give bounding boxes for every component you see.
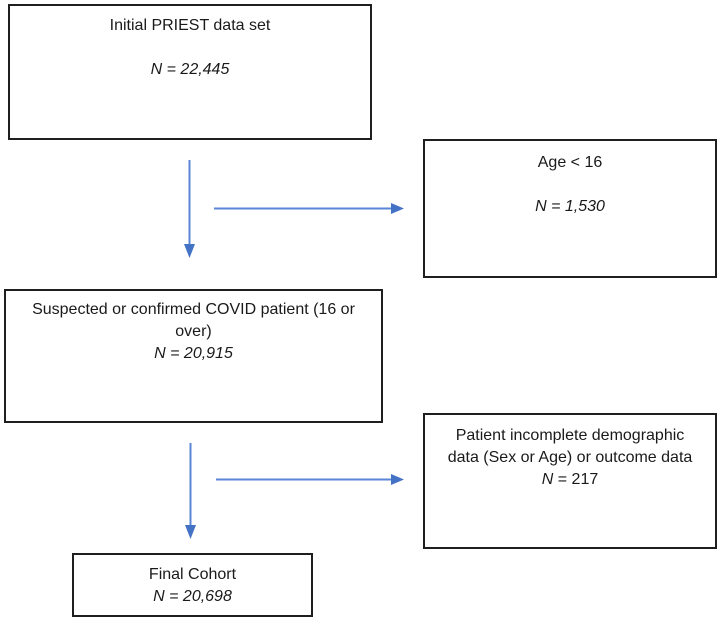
- box-incomplete-data-label-line1: Patient incomplete demographic: [455, 427, 685, 444]
- box-final-cohort: Final Cohort N = 20,698: [72, 553, 313, 617]
- box-initial-dataset: Initial PRIEST data set N = 22,445: [8, 4, 372, 140]
- arrow-initial-to-age-excluded: [214, 203, 404, 214]
- spacer: [425, 174, 715, 196]
- box-age-excluded: Age < 16 N = 1,530: [423, 139, 717, 278]
- spacer: [10, 37, 370, 59]
- n-count: = 217: [553, 471, 599, 488]
- box-suspected-covid-label-line2: over): [175, 323, 212, 340]
- arrow-suspected-to-final: [185, 443, 196, 539]
- box-suspected-covid-label-line1: Suspected or confirmed COVID patient (16…: [32, 301, 355, 318]
- box-initial-dataset-n: N = 22,445: [150, 61, 230, 78]
- box-age-excluded-label: Age < 16: [537, 154, 603, 171]
- box-suspected-covid: Suspected or confirmed COVID patient (16…: [4, 289, 383, 423]
- n-symbol: N: [541, 471, 554, 488]
- box-age-excluded-n: N = 1,530: [535, 198, 605, 215]
- box-incomplete-data-label-line2: data (Sex or Age) or outcome data: [447, 449, 693, 466]
- box-final-cohort-n: N = 20,698: [153, 588, 232, 605]
- box-incomplete-data-n: N = 217: [425, 469, 715, 491]
- arrow-suspected-to-incomplete-excluded: [216, 474, 404, 485]
- box-initial-dataset-label: Initial PRIEST data set: [109, 17, 271, 34]
- box-incomplete-data-excluded: Patient incomplete demographic data (Sex…: [423, 413, 717, 549]
- box-suspected-covid-n: N = 20,915: [154, 345, 233, 362]
- arrow-initial-to-suspected: [184, 160, 195, 258]
- box-final-cohort-label: Final Cohort: [148, 566, 237, 583]
